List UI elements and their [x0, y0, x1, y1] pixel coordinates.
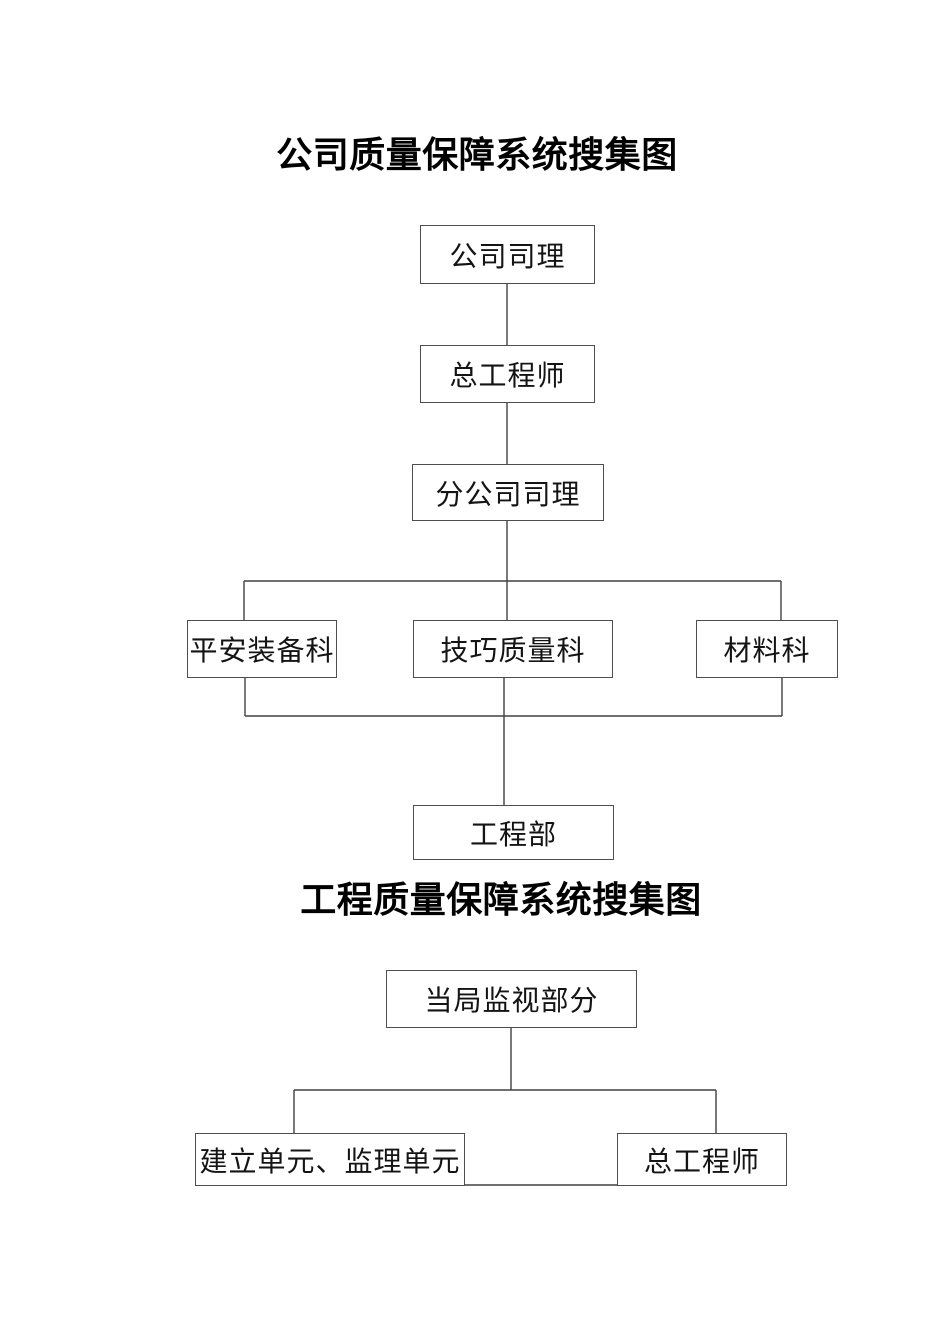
- node-materials-dept: 材料科: [696, 620, 838, 678]
- node-safety-equipment-dept: 平安装备科: [187, 620, 337, 678]
- chart1-title: 公司质量保障系统搜集图: [276, 135, 678, 175]
- node-construction-supervision-units: 建立单元、监理单元: [195, 1133, 465, 1186]
- node-engineering-dept: 工程部: [413, 805, 614, 860]
- node-company-manager: 公司司理: [420, 225, 595, 284]
- node-chief-engineer: 总工程师: [420, 345, 595, 403]
- node-branch-manager: 分公司司理: [412, 464, 604, 521]
- node-chief-engineer-2: 总工程师: [617, 1133, 787, 1186]
- node-authority-supervision: 当局监视部分: [386, 970, 637, 1028]
- node-tech-quality-dept: 技巧质量科: [413, 620, 613, 678]
- chart2-title: 工程质量保障系统搜集图: [300, 880, 702, 920]
